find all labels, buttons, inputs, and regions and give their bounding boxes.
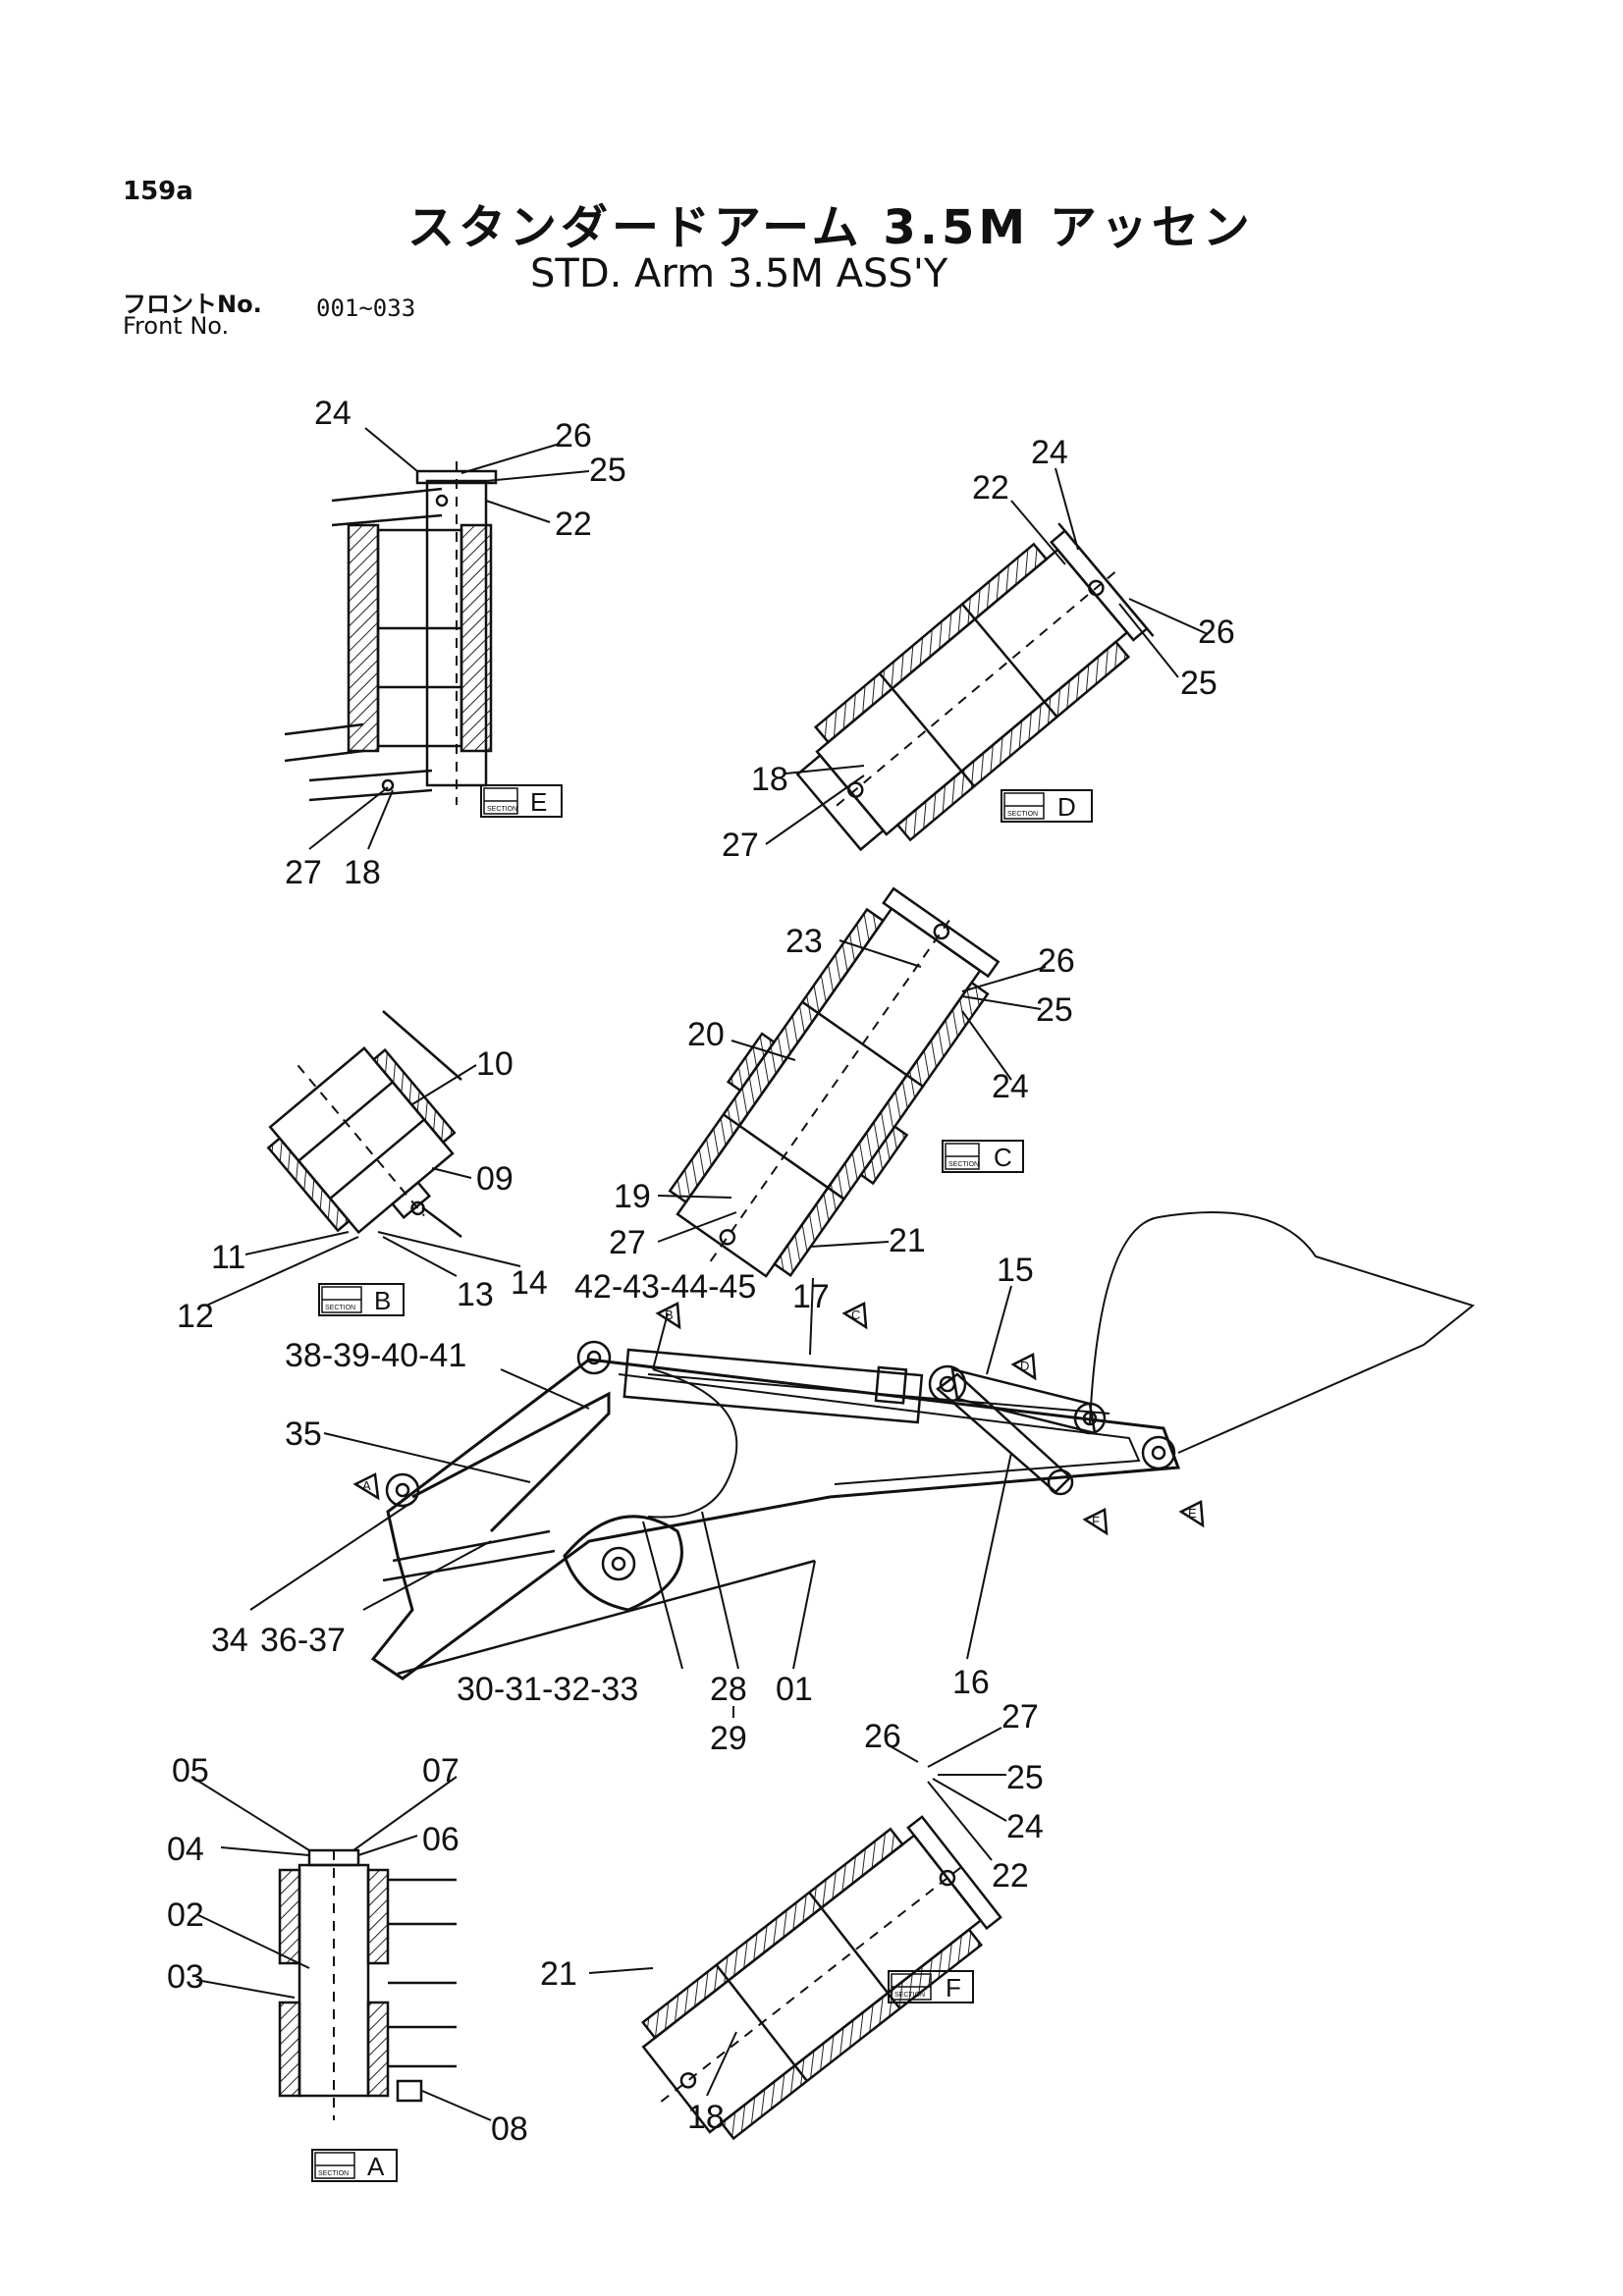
callout-d-22: 22 [972, 469, 1009, 507]
callout-main-36-37: 36-37 [260, 1622, 346, 1659]
section-tag-word: SECTION [318, 2170, 349, 2177]
callout-c-25: 25 [1036, 991, 1073, 1029]
view-marker-e: E [1188, 1506, 1197, 1521]
section-letter: F [946, 1973, 961, 2002]
view-marker-a: A [362, 1478, 371, 1493]
title-english: STD. Arm 3.5M ASS'Y [530, 251, 948, 296]
section-letter: C [994, 1143, 1012, 1172]
callout-main-29: 29 [710, 1720, 747, 1757]
callout-main-01: 01 [776, 1671, 813, 1708]
leader-lines [190, 427, 1209, 2121]
callout-main-15: 15 [997, 1252, 1034, 1289]
callout-e-26: 26 [555, 417, 592, 454]
callout-b-13: 13 [457, 1276, 494, 1313]
callout-b-09: 09 [476, 1160, 514, 1198]
section-e-drawing [284, 461, 498, 805]
section-tag-word: SECTION [1007, 811, 1038, 818]
callout-f-27: 27 [1001, 1698, 1039, 1735]
section-letter: E [530, 787, 547, 817]
callout-f-25: 25 [1006, 1759, 1044, 1796]
arm-assembly-drawing [352, 1211, 1476, 1681]
view-marker-f: F [1092, 1514, 1100, 1528]
front-no-label-english: Front No. [123, 312, 230, 340]
callout-e-25: 25 [589, 452, 626, 489]
view-marker-b: B [665, 1308, 674, 1322]
callout-b-11: 11 [211, 1239, 245, 1276]
section-tag-word: SECTION [894, 1992, 925, 1999]
callout-d-24: 24 [1031, 434, 1068, 471]
callout-main-28: 28 [710, 1671, 747, 1708]
callout-d-26: 26 [1198, 614, 1235, 651]
callout-d-18: 18 [751, 761, 788, 798]
view-markers: A B C D F E [362, 1308, 1197, 1528]
callout-f-21: 21 [540, 1955, 577, 1993]
section-d-drawing [795, 522, 1155, 852]
callout-main-30-33: 30-31-32-33 [457, 1671, 638, 1708]
section-tag-f: SECTION F [888, 1970, 974, 2003]
view-marker-d: D [1020, 1359, 1029, 1373]
section-tag-e: SECTION E [480, 784, 563, 818]
view-marker-c: C [851, 1308, 860, 1322]
section-letter: B [374, 1286, 391, 1315]
callout-c-24: 24 [992, 1068, 1029, 1105]
section-tag-c: SECTION C [942, 1140, 1024, 1173]
callout-a-04: 04 [167, 1831, 204, 1868]
callout-main-42-45: 42-43-44-45 [574, 1268, 756, 1306]
section-b-drawing [266, 1046, 457, 1235]
callout-c-23: 23 [785, 923, 823, 960]
front-no-range: 001~033 [316, 294, 416, 322]
callout-main-38-41: 38-39-40-41 [285, 1337, 466, 1374]
callout-c-27: 27 [609, 1224, 646, 1261]
callout-e-18: 18 [344, 854, 381, 891]
callout-c-26: 26 [1038, 942, 1075, 980]
callout-e-24: 24 [314, 395, 352, 432]
section-tag-word: SECTION [948, 1161, 979, 1168]
callout-a-08: 08 [491, 2110, 528, 2148]
callout-b-10: 10 [476, 1045, 514, 1083]
section-letter: D [1057, 792, 1076, 822]
section-letter: A [367, 2152, 385, 2181]
section-a-drawing [278, 1848, 457, 2120]
callout-a-02: 02 [167, 1896, 204, 1934]
callout-f-18: 18 [687, 2099, 725, 2136]
callout-main-17: 17 [792, 1278, 830, 1315]
section-tag-d: SECTION D [1001, 789, 1093, 823]
callout-f-22: 22 [992, 1857, 1029, 1895]
section-tag-word: SECTION [487, 806, 517, 813]
callout-f-26: 26 [864, 1718, 901, 1755]
callout-a-03: 03 [167, 1958, 204, 1996]
callout-b-14: 14 [511, 1264, 548, 1302]
callout-e-27: 27 [285, 854, 322, 891]
section-f-drawing [641, 1815, 1002, 2141]
callout-c-21: 21 [889, 1222, 926, 1259]
section-tag-a: SECTION A [311, 2149, 398, 2182]
callout-main-35: 35 [285, 1415, 322, 1453]
section-b-guide-line [421, 1206, 462, 1238]
callout-main-16: 16 [952, 1664, 990, 1701]
callout-a-06: 06 [422, 1821, 460, 1858]
callout-a-07: 07 [422, 1752, 460, 1789]
section-tag-b: SECTION B [318, 1283, 405, 1316]
callout-d-27: 27 [722, 827, 759, 864]
callout-c-20: 20 [687, 1016, 725, 1053]
callout-f-24: 24 [1006, 1808, 1044, 1845]
callout-e-22: 22 [555, 506, 592, 543]
page-number: 159a [123, 177, 193, 206]
callout-main-34: 34 [211, 1622, 248, 1659]
callout-b-12: 12 [177, 1298, 214, 1335]
title-japanese: スタンダードアーム 3.5M アッセン [407, 200, 1254, 255]
callout-a-05: 05 [172, 1752, 209, 1789]
section-b-guide-line [382, 1010, 462, 1081]
callout-d-25: 25 [1180, 665, 1217, 702]
callout-c-19: 19 [614, 1178, 651, 1215]
section-tag-word: SECTION [325, 1305, 355, 1311]
front-no-label-japanese: フロントNo. [123, 291, 262, 318]
